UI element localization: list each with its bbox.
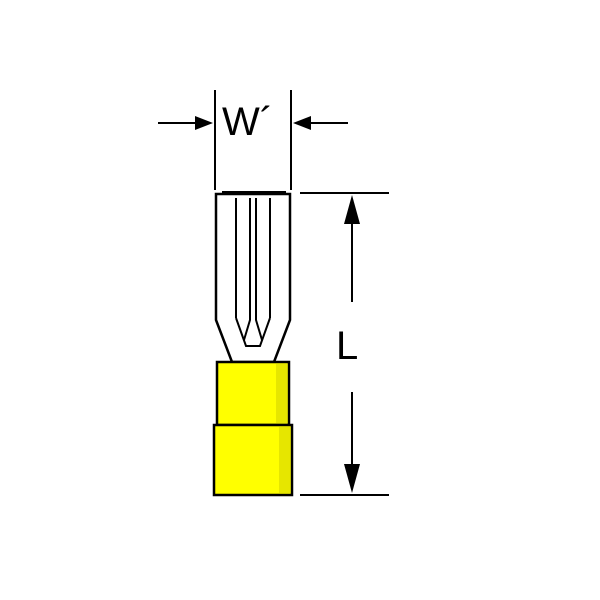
length-arrow-top <box>344 195 360 302</box>
width-arrow-left <box>158 116 213 130</box>
insulation-sleeve <box>212 360 294 497</box>
metal-contact <box>214 191 292 364</box>
width-dimension-label: W´ <box>222 100 274 144</box>
length-dimension-label: L <box>336 324 359 368</box>
length-arrow-bottom <box>344 392 360 493</box>
width-arrow-right <box>293 116 348 130</box>
